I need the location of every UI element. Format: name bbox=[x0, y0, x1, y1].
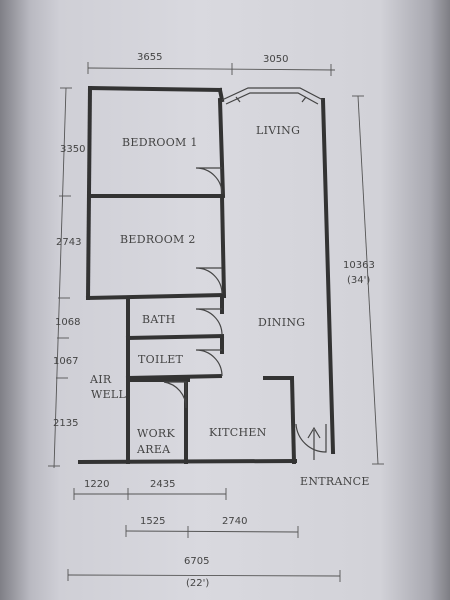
door-work-area bbox=[163, 381, 187, 409]
dimension-left bbox=[48, 87, 72, 469]
label-bath: BATH bbox=[142, 313, 176, 326]
label-bedroom-2: BEDROOM 2 bbox=[120, 233, 196, 246]
dim-bottom-total: 6705 bbox=[184, 556, 209, 567]
door-toilet bbox=[195, 349, 223, 377]
label-air-well-1: AIR bbox=[89, 373, 112, 386]
label-work-area-2: AREA bbox=[136, 443, 171, 456]
dimension-top bbox=[87, 62, 336, 76]
dim-left-4: 1067 bbox=[53, 356, 78, 367]
dim-bottom-b2: 2740 bbox=[222, 516, 247, 527]
dimension-right bbox=[352, 95, 384, 465]
dim-top-left: 3655 bbox=[137, 52, 162, 63]
dimension-bottom-total bbox=[67, 569, 341, 582]
dim-bottom-total-ft: (22') bbox=[186, 578, 209, 589]
label-bedroom-1: BEDROOM 1 bbox=[122, 136, 198, 149]
entrance-arrow bbox=[307, 426, 321, 460]
dim-bottom-b1: 1525 bbox=[140, 516, 165, 527]
outer-walls bbox=[77, 85, 336, 465]
dim-top-right: 3050 bbox=[263, 54, 288, 65]
door-bedroom1 bbox=[195, 167, 223, 195]
label-kitchen: KITCHEN bbox=[209, 426, 267, 439]
dim-bottom-a1: 1220 bbox=[84, 479, 109, 490]
door-bath bbox=[195, 308, 223, 336]
interior-walls bbox=[88, 97, 297, 465]
label-dining: DINING bbox=[258, 316, 305, 329]
dimension-bottom-b bbox=[125, 525, 299, 538]
label-work-area-1: WORK bbox=[137, 427, 176, 440]
bay-window bbox=[221, 87, 324, 105]
dim-left-3: 1068 bbox=[55, 317, 80, 328]
dim-left-1: 3350 bbox=[60, 144, 85, 155]
dim-left-2: 2743 bbox=[56, 237, 81, 248]
dim-left-5: 2135 bbox=[53, 418, 78, 429]
label-entrance: ENTRANCE bbox=[300, 475, 370, 488]
dim-right-total-ft: (34') bbox=[347, 275, 370, 286]
dimension-bottom-a bbox=[73, 488, 227, 500]
dim-bottom-a2: 2435 bbox=[150, 479, 175, 490]
label-toilet: TOILET bbox=[138, 353, 184, 366]
door-bedroom2 bbox=[195, 267, 223, 295]
label-air-well-2: WELL bbox=[91, 388, 127, 401]
door-entrance bbox=[295, 423, 327, 453]
label-living: LIVING bbox=[256, 124, 300, 137]
dim-right-total: 10363 bbox=[343, 260, 375, 271]
